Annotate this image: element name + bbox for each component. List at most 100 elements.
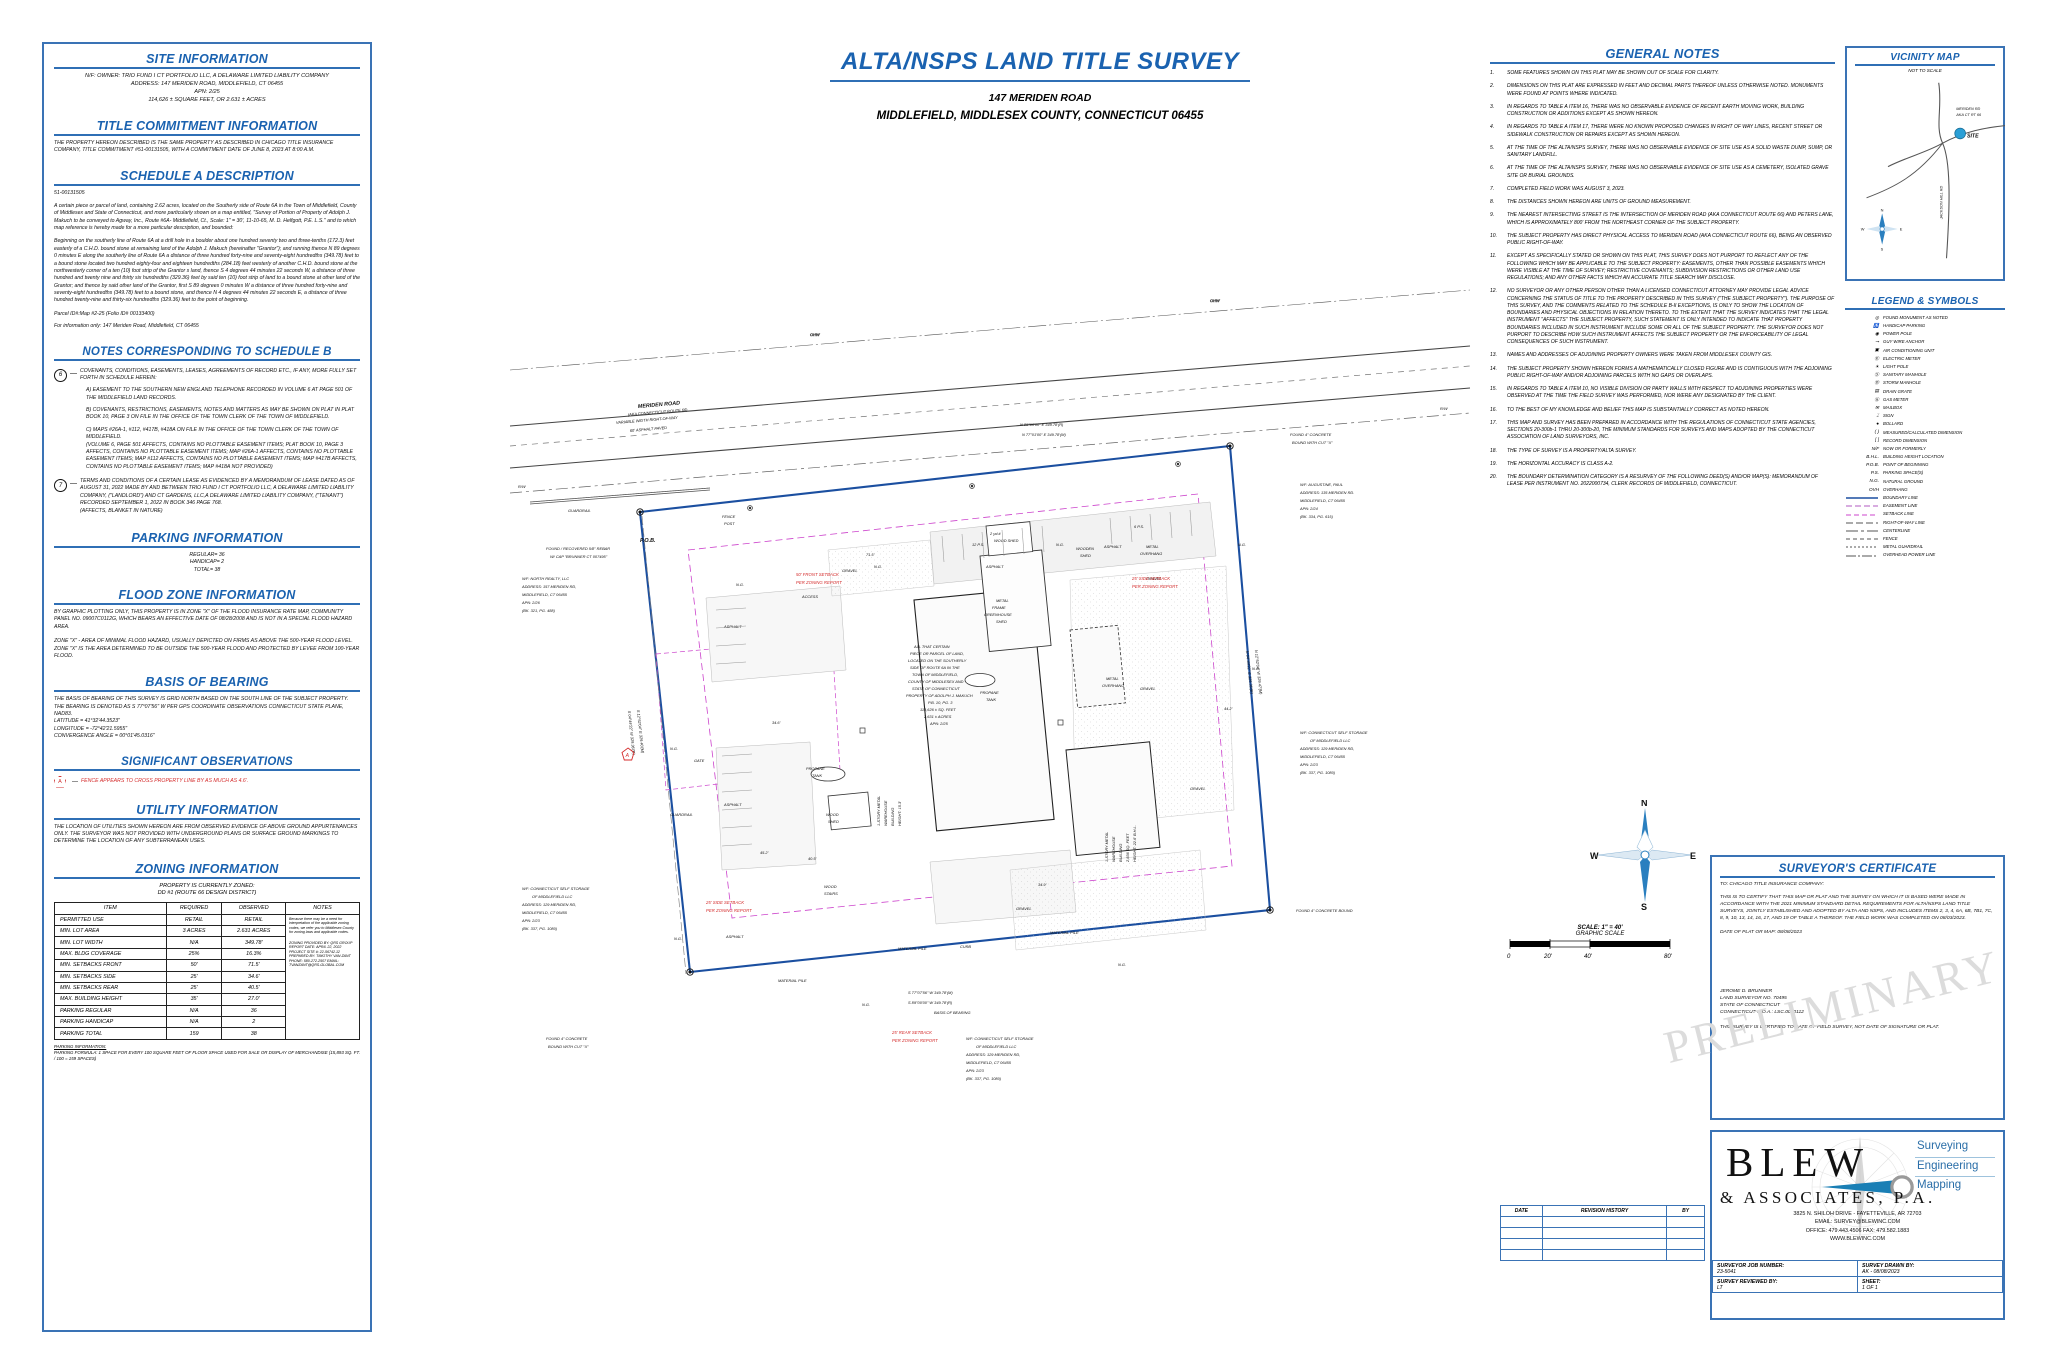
right-of-way-line-icon [1845, 520, 1879, 526]
main-building-line-3: BUILDING [890, 808, 895, 826]
revision-history-cell [1541, 1249, 1668, 1261]
gravel-label-3: GRAVEL [842, 568, 858, 573]
divider [54, 768, 360, 771]
svg-text:MERIDEN RD: MERIDEN RD [1956, 107, 1980, 111]
revision-history-cell [1541, 1227, 1668, 1239]
svg-text:80': 80' [1664, 954, 1673, 960]
north-arrow: N S E W [1590, 798, 1700, 912]
south-bearing-measured: S 77°07'56" W 349.78'(M) [908, 990, 953, 995]
natural-ground-labels: N.G. N.G. N.G. N.G. N.G. N.G. N.G. N.G. … [670, 542, 1260, 1007]
legend-line-row: FENCE [1845, 535, 2005, 543]
certificate-heading: SURVEYOR'S CERTIFICATE [1778, 863, 1937, 875]
divider [54, 183, 360, 186]
zoning-item-cell: MAX. BUILDING HEIGHT [54, 993, 167, 1006]
parking-stalls-west [715, 607, 753, 847]
firm-email[interactable]: EMAIL: SURVEY@BLEWINC.COM [1814, 1219, 1901, 1226]
wood-shed-small [827, 791, 872, 831]
south-bearing-record: S 89°00'00" W 349.78'(R) [908, 1000, 953, 1005]
general-note-item-14: THE SUBJECT PROPERTY SHOWN HEREON FORMS … [1490, 365, 1832, 379]
parking-count-6: 6 P.S. [1134, 524, 1144, 529]
firm-website[interactable]: WWW.BLEWINC.COM [1829, 1236, 1886, 1243]
air-conditioning-unit-icon: ▣ [1874, 347, 1879, 353]
gate-label: GATE [694, 758, 705, 763]
note-6-sub-b: B) COVENANTS, RESTRICTIONS, EASEMENTS, N… [86, 407, 355, 421]
legend-label: NATURAL GROUND [1883, 478, 1923, 484]
plat-graphic: MERIDEN ROAD (AKA CONNECTICUT ROUTE 66) … [509, 289, 1471, 1081]
nw-building-line-2: WAREHOUSE [1111, 836, 1116, 862]
asphalt-label-3: ASPHALT [725, 934, 744, 939]
revision-date-cell [1500, 1238, 1543, 1250]
apn-label: APN: 2/25 [929, 721, 949, 726]
general-note-item-12: NO SURVEYOR OR ANY OTHER PERSON OTHER TH… [1490, 288, 1835, 345]
zoning-observed-cell: 27.0' [221, 993, 286, 1006]
firm-phone: OFFICE: 479.443.4506 FAX: 479.582.1883 [1805, 1227, 1910, 1234]
zoning-item-cell: MIN. SETBACKS FRONT [54, 959, 167, 972]
meriden-road [509, 345, 1471, 494]
legend-label: GUY WIRE ANCHOR [1883, 339, 1925, 345]
zoning-item-cell: MIN. SETBACKS REAR [54, 981, 167, 995]
wooden-shed-label: WOOD SHED [994, 538, 1019, 543]
zoning-zoned-line-1: PROPERTY IS CURRENTLY ZONED: [159, 882, 255, 889]
table-row [1500, 1238, 1705, 1250]
legend-label: BOLLARD [1883, 421, 1904, 427]
legend-row: ☀LIGHT POLE [1845, 363, 2005, 371]
zoning-zoned-line-2: DD #1 (ROUTE 66 DESIGN DISTRICT) [157, 890, 257, 897]
revision-history-cell [1541, 1216, 1668, 1228]
fence-line [641, 515, 687, 975]
centerline-icon [1845, 528, 1879, 534]
job-number-label: SURVEYOR JOB NUMBER: [1717, 1262, 1785, 1269]
svg-text:N.G.: N.G. [1118, 962, 1126, 967]
svg-text:N.G.: N.G. [1238, 542, 1246, 547]
general-note-item-9: THE NEAREST INTERSECTING STREET IS THE I… [1490, 212, 1834, 226]
parking-information-heading: PARKING INFORMATION [131, 530, 283, 545]
legend-line-row: CENTERLINE [1845, 527, 2005, 535]
revision-header-row: DATE REVISION HISTORY BY [1500, 1205, 1705, 1217]
dim-misc-2: 40.5' [808, 856, 817, 861]
schedule-a-parcel-id: Parcel ID#:Map #2-25 (Folio ID# 00133400… [54, 310, 155, 317]
surveyor-name: JEROME D. BRUNNER [1720, 988, 1773, 994]
asphalt-label-1: ASPHALT [723, 624, 742, 629]
left-notes-column: SITE INFORMATION N/F: OWNER: TRIO FUND I… [42, 42, 372, 1332]
zoning-item-cell: MIN. SETBACKS SIDE [54, 970, 167, 983]
zoning-observed-cell: 71.5' [221, 959, 286, 972]
utility-information-heading: UTILITY INFORMATION [136, 802, 278, 817]
found-ne-monument-2: BOUND WITH CUT "X" [1292, 440, 1333, 445]
legend-label: SANITARY MANHOLE [1883, 372, 1927, 378]
bollard-icon: ● [1876, 421, 1879, 427]
scale-subtitle: GRAPHIC SCALE [1575, 931, 1625, 937]
svg-text:W: W [1861, 226, 1865, 231]
certificate-body: THIS IS TO CERTIFY THAT THIS MAP OR PLAT… [1720, 894, 1993, 921]
general-note-item-18: THE TYPE OF SURVEY IS A PROPERTY/ALTA SU… [1490, 447, 1637, 456]
zoning-observed-cell: 2.631 ACRES [221, 925, 286, 938]
legal-desc-1: ALL THAT CERTAIN [913, 644, 950, 649]
gravel-label-2: GRAVEL [1146, 576, 1162, 581]
svg-text:N/F: CONNECTICUT SELF STORAGE: N/F: CONNECTICUT SELF STORAGE [966, 1036, 1034, 1041]
guardrail-label-2: GUARDRAIL [670, 812, 693, 817]
zoning-required-cell: N/A [165, 936, 223, 949]
divider [54, 67, 360, 69]
vicinity-map-graphic: SITE MERIDEN RD AKA CT RT 66 JACKSON HIL… [1861, 82, 2006, 259]
legal-desc-8: PROPERTY OF ADOLPH J. MAKUCH [906, 693, 973, 698]
main-warehouse-building [913, 587, 1055, 832]
dash: — [70, 480, 77, 487]
svg-text:(BK. 337, PG. 1080): (BK. 337, PG. 1080) [1300, 770, 1336, 775]
zoning-required-cell: RETAIL [165, 913, 223, 927]
svg-text:ADDRESS: 135 MERIDEN RD.: ADDRESS: 135 MERIDEN RD. [1299, 490, 1354, 495]
svg-text:W: W [1590, 851, 1599, 861]
legend-row: ⌶SIGN [1845, 412, 2005, 420]
zoning-item-cell: MIN. LOT WIDTH [54, 936, 167, 949]
general-note-item-20: THE BOUNDARY DETERMINATION CATEGORY IS A… [1490, 474, 1818, 488]
general-note-item-10: THE SUBJECT PROPERTY HAS DIRECT PHYSICAL… [1490, 232, 1832, 246]
svg-text:ADDRESS: 129 MERIDEN RD,: ADDRESS: 129 MERIDEN RD, [521, 902, 576, 907]
fence-post-label-2: POST [724, 521, 735, 526]
legend-label: DRAIN GRATE [1883, 388, 1913, 394]
dim-side-setback-west: 34.6' [772, 720, 781, 725]
greenhouse-label-2: FRAME [992, 605, 1006, 610]
significant-observations-heading: SIGNIFICANT OBSERVATIONS [121, 755, 293, 768]
legend-label: EASEMENT LINE [1883, 503, 1918, 509]
svg-text:N.G.: N.G. [1056, 542, 1064, 547]
